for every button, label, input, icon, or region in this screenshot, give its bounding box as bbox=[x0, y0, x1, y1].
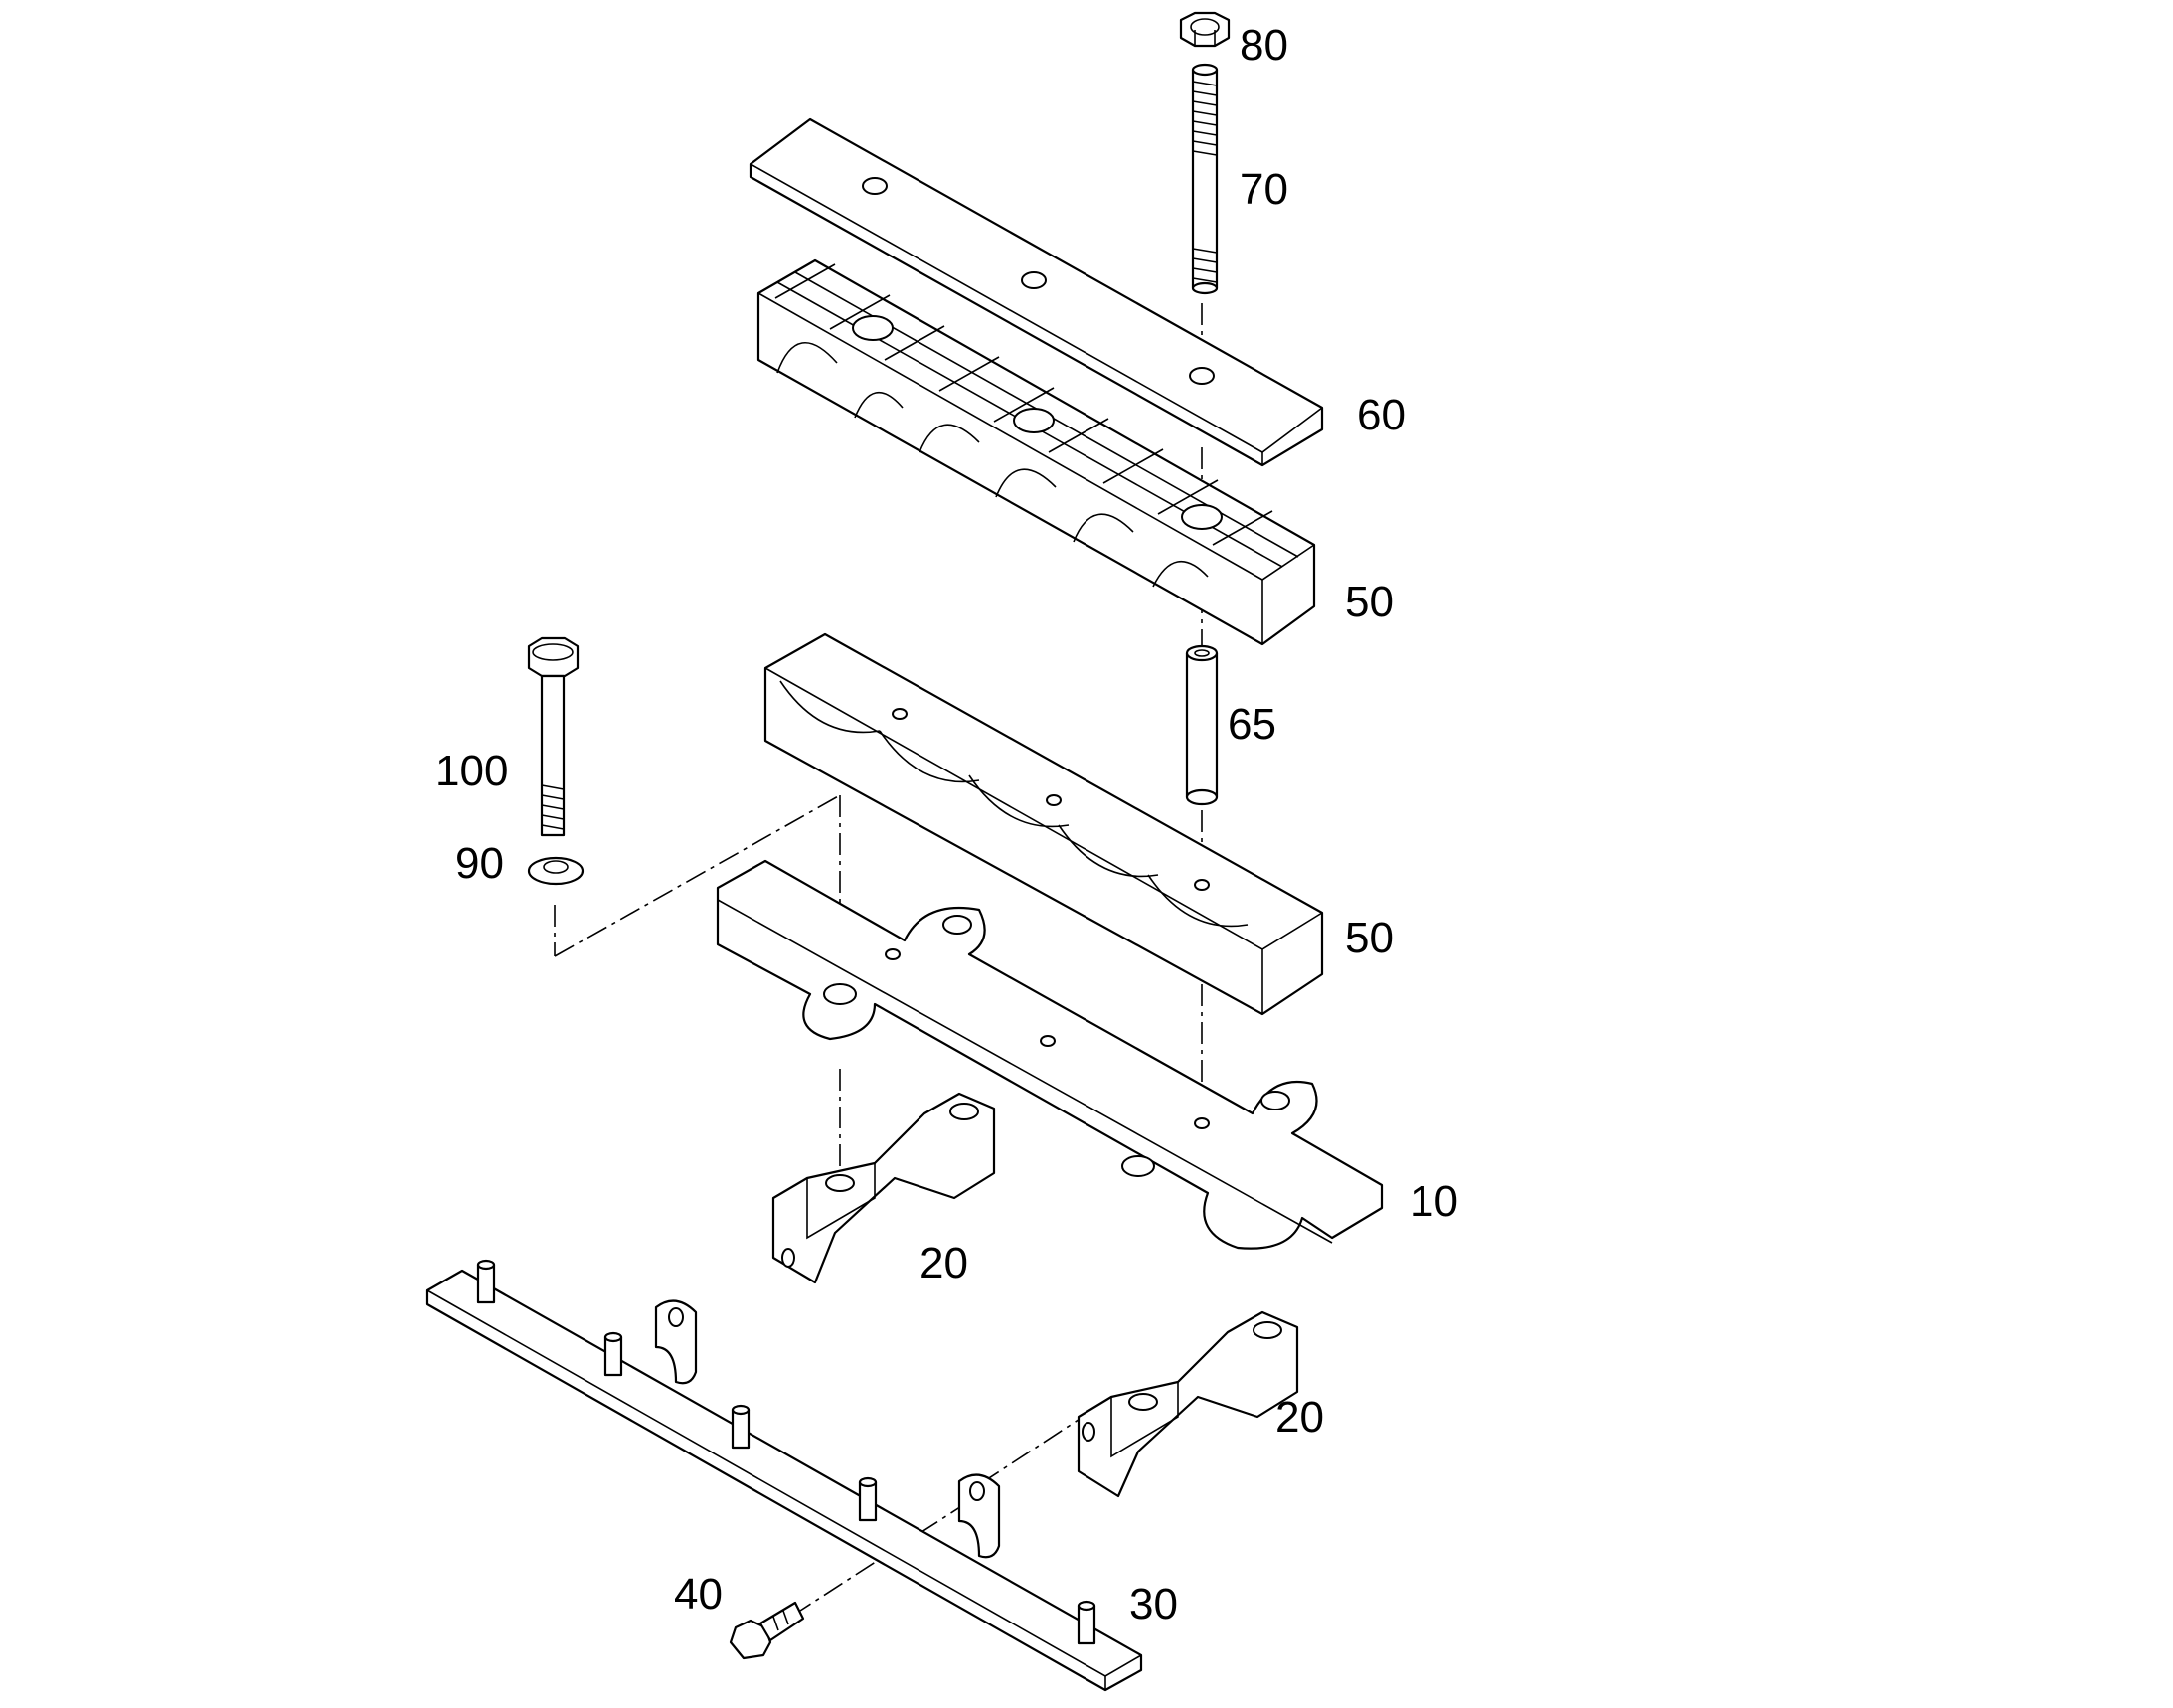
callout-40: 40 bbox=[674, 1570, 723, 1619]
callout-70: 70 bbox=[1240, 165, 1288, 214]
assembly-axis-lines bbox=[554, 303, 1203, 1612]
clamp-half-lower-part-50 bbox=[763, 632, 1324, 1016]
washer-part-90 bbox=[527, 856, 585, 886]
clamp-half-upper-part-50 bbox=[756, 258, 1316, 646]
base-plate-part-10 bbox=[716, 859, 1384, 1250]
callout-80: 80 bbox=[1240, 21, 1288, 70]
saddle-block-lower-part-20 bbox=[1077, 1310, 1299, 1498]
callout-10: 10 bbox=[1410, 1177, 1458, 1226]
saddle-block-upper-part-20 bbox=[771, 1092, 996, 1284]
hex-bolt-part-100 bbox=[527, 636, 580, 837]
callout-50-lower: 50 bbox=[1345, 914, 1394, 962]
callout-60: 60 bbox=[1357, 391, 1406, 439]
top-plate-part-60 bbox=[749, 117, 1324, 467]
callout-90: 90 bbox=[455, 839, 504, 888]
small-hex-bolt-part-40 bbox=[729, 1601, 805, 1660]
threaded-stud-part-70 bbox=[1191, 63, 1219, 295]
spacer-sleeve-part-65 bbox=[1185, 644, 1219, 806]
nut-part-80 bbox=[1179, 11, 1231, 48]
callout-65: 65 bbox=[1228, 700, 1276, 749]
callout-labels: 80 70 60 50 65 100 90 50 10 20 20 30 40 bbox=[435, 21, 1458, 1628]
callout-20-lower: 20 bbox=[1275, 1393, 1324, 1442]
mounting-rail-part-30 bbox=[425, 1259, 1143, 1692]
callout-50-upper: 50 bbox=[1345, 578, 1394, 626]
callout-20-upper: 20 bbox=[919, 1239, 968, 1287]
callout-30: 30 bbox=[1129, 1580, 1178, 1628]
callout-100: 100 bbox=[435, 747, 508, 795]
